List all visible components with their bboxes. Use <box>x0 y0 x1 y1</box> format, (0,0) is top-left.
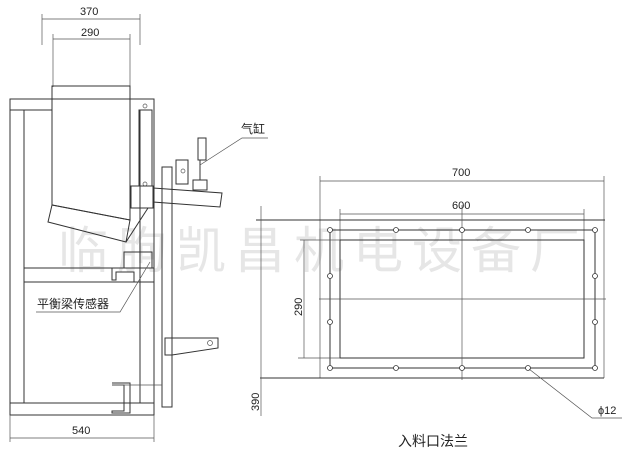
bracket <box>164 337 219 356</box>
watermark: 临朐凯昌机电设备厂 <box>58 222 589 280</box>
dim-290: 290 <box>293 240 305 358</box>
hopper-inlet <box>51 85 131 100</box>
channel-beam <box>111 268 135 282</box>
dim-390: 390 <box>250 206 262 416</box>
bolt-holes <box>327 227 598 371</box>
hopper-body <box>51 99 131 221</box>
dim-370-label: 370 <box>80 6 98 18</box>
dim-290-top: 290 <box>52 27 131 87</box>
dim-290-top-label: 290 <box>81 27 99 39</box>
vertical-cylinder <box>138 109 153 187</box>
load-cell-leader <box>36 261 151 313</box>
hole-leader <box>528 368 622 419</box>
hole-diameter-label: ϕ12 <box>598 405 616 417</box>
flange-title: 入料口法兰 <box>398 434 468 450</box>
side-view: 370 290 气缸 平衡梁传感器 <box>9 6 268 442</box>
load-cell-label: 平衡梁传感器 <box>37 296 109 311</box>
dim-540: 540 <box>9 415 155 442</box>
dim-700-label: 700 <box>452 167 470 179</box>
cylinder-leader <box>199 137 268 166</box>
dim-540-label: 540 <box>72 425 90 437</box>
dim-600-label: 600 <box>452 200 470 212</box>
dim-370: 370 <box>41 6 141 45</box>
dim-700: 700 <box>319 167 605 378</box>
dim-390-label: 390 <box>250 393 262 411</box>
cylinder-label: 气缸 <box>241 121 265 136</box>
arm <box>152 187 223 208</box>
bottom-channel <box>111 382 131 414</box>
side-bar <box>161 166 173 408</box>
frame-outer <box>9 98 155 416</box>
air-cylinder <box>197 137 207 161</box>
dim-290-label: 290 <box>293 298 305 316</box>
flange-view: 700 600 290 390 ϕ12 入料口法兰 <box>250 167 622 450</box>
